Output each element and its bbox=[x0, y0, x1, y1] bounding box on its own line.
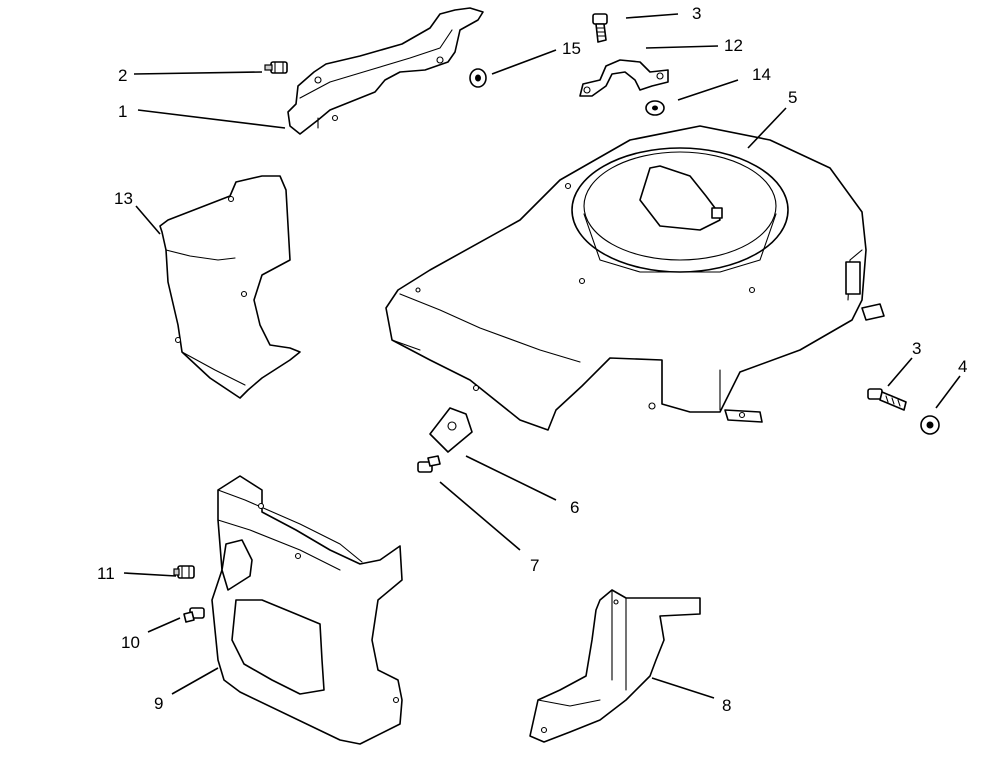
callout-11: 11 bbox=[97, 564, 115, 583]
callout-1: 1 bbox=[118, 102, 127, 121]
leader-14 bbox=[677, 79, 739, 101]
part-2-screw bbox=[264, 61, 288, 74]
leader-10 bbox=[147, 617, 181, 633]
part-14-washer bbox=[645, 100, 665, 116]
part-15-washer bbox=[469, 68, 487, 88]
leader-6 bbox=[465, 455, 557, 501]
callout-4: 4 bbox=[958, 357, 967, 376]
callout-2: 2 bbox=[118, 66, 127, 85]
leader-2 bbox=[133, 71, 263, 75]
leader-5 bbox=[747, 107, 787, 149]
leader-1 bbox=[137, 109, 286, 129]
part-10-screw bbox=[183, 607, 205, 623]
leader-3-lower bbox=[887, 357, 913, 387]
leader-9 bbox=[171, 667, 219, 695]
part-1-bracket bbox=[287, 7, 484, 135]
callout-9: 9 bbox=[154, 694, 163, 713]
callout-15: 15 bbox=[562, 39, 581, 58]
callout-14: 14 bbox=[752, 65, 771, 84]
leader-15 bbox=[491, 49, 557, 75]
part-6-clip bbox=[429, 407, 473, 453]
part-3-screw-upper bbox=[592, 13, 608, 43]
leader-lines bbox=[123, 13, 961, 699]
part-3-screw-lower bbox=[867, 388, 907, 411]
callout-labels: 1 2 3 3 4 5 6 7 8 9 10 11 12 13 14 15 bbox=[97, 4, 967, 715]
part-4-washer bbox=[920, 415, 940, 435]
callout-10: 10 bbox=[121, 633, 140, 652]
part-11-screw bbox=[173, 565, 195, 579]
part-5-blower-housing bbox=[385, 125, 885, 431]
leader-8 bbox=[651, 677, 715, 699]
leader-12 bbox=[645, 45, 719, 49]
callout-6: 6 bbox=[570, 498, 579, 517]
callout-13: 13 bbox=[114, 189, 133, 208]
callout-5: 5 bbox=[788, 88, 797, 107]
callout-8: 8 bbox=[722, 696, 731, 715]
part-13-baffle bbox=[159, 175, 301, 399]
part-7-screw bbox=[417, 455, 441, 473]
callout-3-upper: 3 bbox=[692, 4, 701, 23]
callout-3-lower: 3 bbox=[912, 339, 921, 358]
leader-13 bbox=[135, 205, 161, 235]
leader-4 bbox=[935, 375, 961, 409]
part-9-shroud bbox=[211, 475, 403, 745]
leader-3-upper bbox=[625, 13, 679, 19]
callout-7: 7 bbox=[530, 556, 539, 575]
part-8-bracket bbox=[529, 589, 701, 743]
part-12-clamp bbox=[579, 59, 669, 97]
leader-11 bbox=[123, 572, 177, 577]
callout-12: 12 bbox=[724, 36, 743, 55]
leader-7 bbox=[439, 481, 521, 551]
